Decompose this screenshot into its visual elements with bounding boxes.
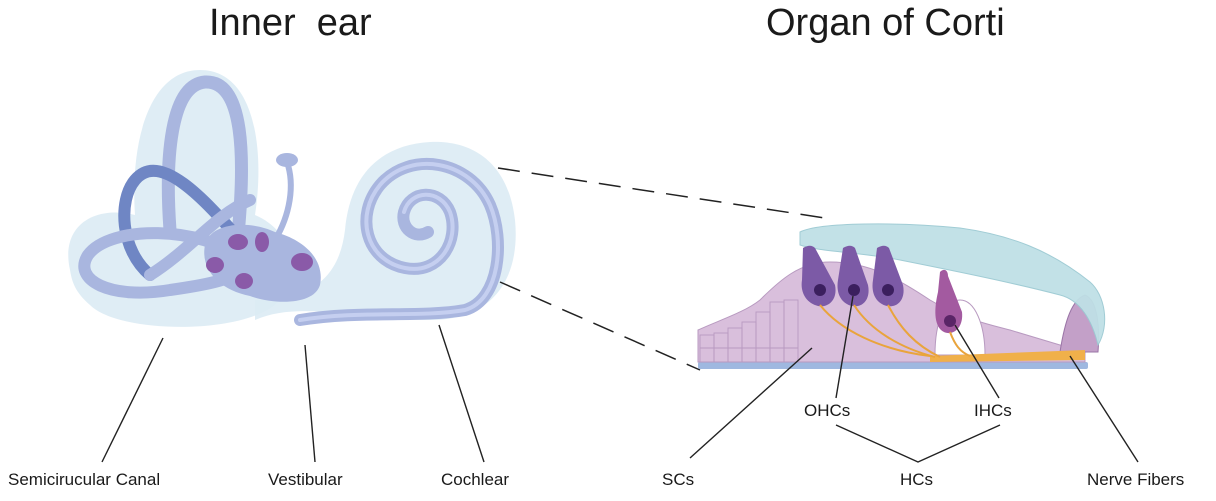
zoom-line-bottom [499, 281, 701, 371]
endolymphatic-sac [276, 153, 298, 167]
saccule-spot-2 [206, 257, 224, 273]
label-semicircular-canal: Semicirucular Canal [8, 470, 161, 489]
hcs-bracket [835, 424, 1001, 463]
label-nerve-fibers: Nerve Fibers [1087, 470, 1185, 489]
leader-ihcs [954, 324, 1000, 399]
inner-hair-cell [935, 269, 963, 334]
cochlea-duct-highlight [298, 162, 500, 322]
anterior-canal [161, 75, 249, 242]
leader-vestibular [304, 344, 316, 463]
title-organ-of-corti: Organ of Corti [766, 2, 1005, 44]
supporting-cell-grid [699, 299, 799, 363]
lateral-canal [78, 227, 251, 299]
leader-semicircular-canal [101, 337, 164, 463]
label-hcs: HCs [900, 470, 934, 489]
outer-hair-cell-1 [801, 245, 836, 307]
label-scs: SCs [662, 470, 695, 489]
label-vestibular: Vestibular [268, 470, 343, 489]
inner-ear-illustration [68, 70, 516, 327]
saccule-spot-4 [291, 253, 313, 271]
canal-crossing [144, 194, 256, 281]
ohc-nucleus-2 [848, 284, 860, 296]
label-ohcs: OHCs [804, 401, 851, 420]
leader-ohcs [835, 295, 854, 399]
basilar-membrane [698, 362, 1088, 369]
cochlea-halo [255, 141, 516, 320]
outer-hair-cell-3 [872, 245, 904, 307]
label-cochlear: Cochlear [441, 470, 510, 489]
ohc-nucleus-1 [814, 284, 826, 296]
leader-cochlear [438, 324, 485, 463]
saccule-spot-3 [235, 273, 253, 289]
outer-hair-cell-2 [837, 245, 869, 307]
utricle-spot [228, 234, 248, 250]
title-inner-ear: Inner ear [209, 2, 372, 44]
nerve-fibers [819, 304, 971, 358]
tectorial-membrane [799, 223, 1106, 347]
leader-nerve-fibers [1069, 355, 1139, 463]
posterior-canal [118, 164, 246, 281]
ihc-nucleus [944, 315, 956, 327]
leader-scs [689, 347, 813, 459]
ohc-nucleus-3 [882, 284, 894, 296]
endolymphatic-duct [272, 159, 294, 243]
label-ihcs: IHCs [974, 401, 1012, 420]
saccule-spot-1 [255, 232, 269, 252]
organ-of-corti-illustration [697, 223, 1106, 369]
leader-lines [101, 295, 1139, 463]
zoom-lines [497, 167, 826, 371]
zoom-line-top [497, 167, 826, 219]
nerve-fiber-band [930, 350, 1085, 362]
